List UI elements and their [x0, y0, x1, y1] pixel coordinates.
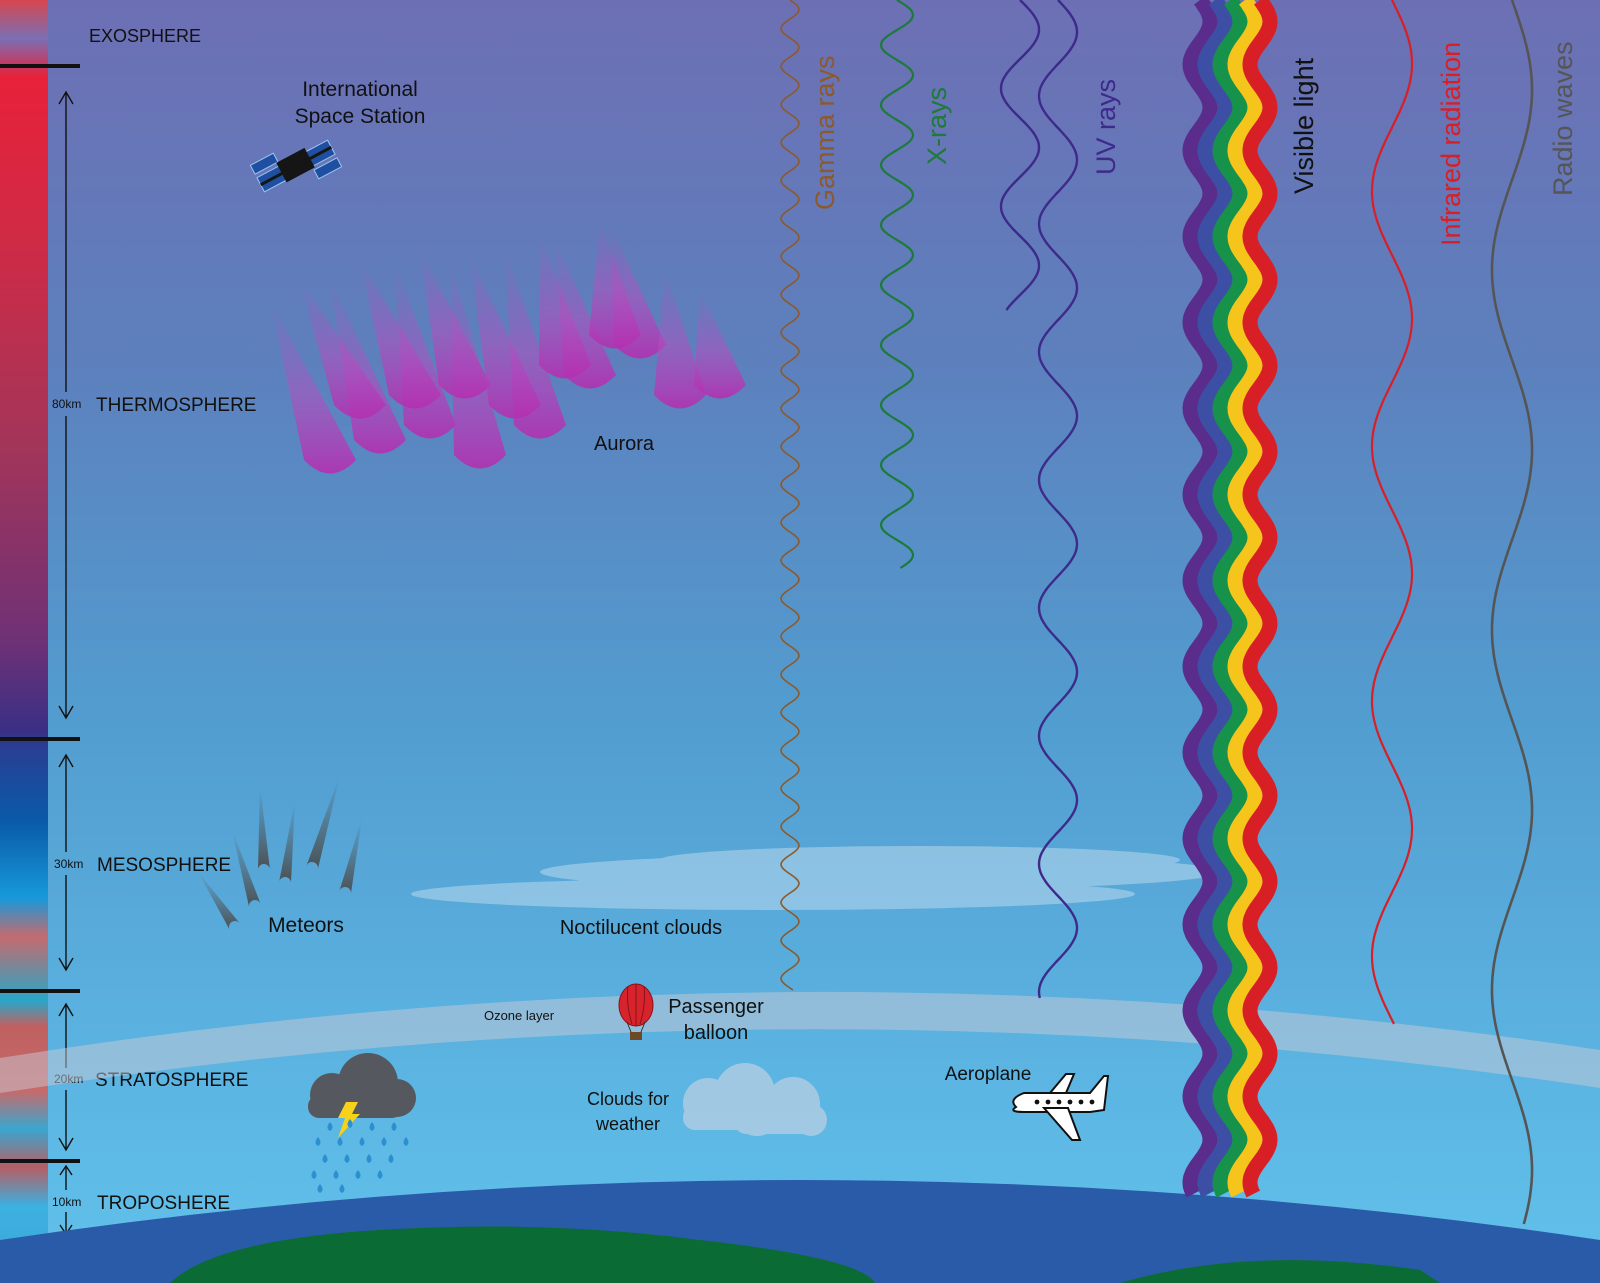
thickness-label-troposphere: 10km [52, 1195, 81, 1209]
radio-waves-label: Radio waves [1548, 41, 1578, 196]
aurora-spike [270, 300, 356, 474]
iss-label-line1: International [302, 78, 418, 101]
aurora-spike [470, 255, 541, 419]
rain-drops [311, 1119, 409, 1193]
aurora-spike [539, 235, 591, 379]
rain-drop [403, 1137, 409, 1146]
rain-drop [311, 1170, 317, 1179]
x-rays-label: X-rays [922, 87, 952, 165]
visible-light-rainbow [1182, 0, 1278, 1198]
balloon-label-line2: balloon [684, 1022, 749, 1044]
meteor-streak [198, 872, 240, 931]
radio-waves-wave [1490, 0, 1534, 1225]
visible-light-label: Visible light [1289, 57, 1319, 194]
rain-drop [344, 1154, 350, 1163]
rainbow-band-1 [1182, 0, 1218, 1198]
x-rays-wave [880, 0, 914, 569]
infrared-label: Infrared radiation [1436, 42, 1466, 246]
meteor-streak [339, 818, 362, 895]
rain-drop [369, 1122, 375, 1131]
gamma-rays-wave [780, 0, 800, 991]
aeroplane-label: Aeroplane [945, 1064, 1032, 1085]
layer-label-stratosphere: STRATOSPHERE [95, 1070, 248, 1091]
noctilucent-clouds [411, 846, 1220, 910]
gamma-rays-label: Gamma rays [810, 55, 840, 210]
meteor-streak [258, 785, 270, 871]
layer-label-exosphere: EXOSPHERE [89, 26, 201, 46]
rain-drop [327, 1122, 333, 1131]
thickness-label-thermosphere: 80km [52, 397, 81, 411]
aurora-spike [654, 270, 706, 409]
infrared-wave [1370, 0, 1414, 1025]
rain-drop [315, 1137, 321, 1146]
rain-drop [377, 1170, 383, 1179]
rain-drop [339, 1184, 345, 1193]
rainbow-band-5 [1242, 0, 1278, 1198]
rain-drop [359, 1137, 365, 1146]
thickness-arrows [58, 90, 74, 1236]
layer-label-mesosphere: MESOSPHERE [97, 855, 231, 876]
iss-icon [249, 139, 343, 193]
uv-rays-label: UV rays [1091, 79, 1121, 175]
rainbow-band-2 [1197, 0, 1233, 1198]
rain-drop [381, 1137, 387, 1146]
weather-clouds-icon [683, 1063, 827, 1136]
aurora-spike [330, 280, 406, 454]
rain-drop [388, 1154, 394, 1163]
aeroplane-icon [1012, 1073, 1110, 1141]
rain-drop [322, 1154, 328, 1163]
rain-drop [355, 1170, 361, 1179]
ozone-label: Ozone layer [484, 1008, 555, 1023]
meteor-streak [279, 800, 295, 884]
layer-label-troposphere: TROPOSHERE [97, 1193, 230, 1214]
radiation-waves [780, 0, 1534, 1225]
layer-boundaries [0, 64, 80, 1163]
rain-drop [333, 1170, 339, 1179]
aurora [270, 220, 746, 474]
aurora-spike [589, 220, 641, 349]
rain-drop [391, 1122, 397, 1131]
land-left [170, 1226, 875, 1283]
land-right [1120, 1260, 1440, 1283]
aurora-label: Aurora [594, 433, 655, 455]
meteors [198, 775, 362, 931]
uv-rays-wave [1037, 0, 1079, 999]
rainbow-band-3 [1212, 0, 1248, 1198]
rain-drop [337, 1137, 343, 1146]
rainbow-band-4 [1227, 0, 1263, 1198]
aurora-spike [694, 290, 746, 399]
meteor-streak [232, 830, 261, 908]
uv-rays-wave-short [999, 0, 1041, 311]
meteors-label: Meteors [268, 914, 344, 937]
meteor-streak [306, 775, 340, 870]
weather-clouds-label-line2: weather [595, 1114, 660, 1134]
balloon-label-line1: Passenger [668, 996, 764, 1018]
thickness-label-mesosphere: 30km [54, 857, 83, 871]
aurora-spike [420, 250, 491, 399]
layer-label-thermosphere: THERMOSPHERE [96, 395, 256, 416]
aurora-spike [360, 260, 441, 409]
iss-label-line2: Space Station [295, 105, 426, 128]
aurora-spike [300, 280, 386, 419]
noctilucent-label: Noctilucent clouds [560, 917, 722, 939]
balloon-icon [618, 983, 654, 1040]
rain-drop [366, 1154, 372, 1163]
rain-drop [347, 1119, 353, 1128]
storm-cloud-icon [308, 1053, 416, 1138]
rain-drop [317, 1184, 323, 1193]
weather-clouds-label-line1: Clouds for [587, 1089, 669, 1109]
